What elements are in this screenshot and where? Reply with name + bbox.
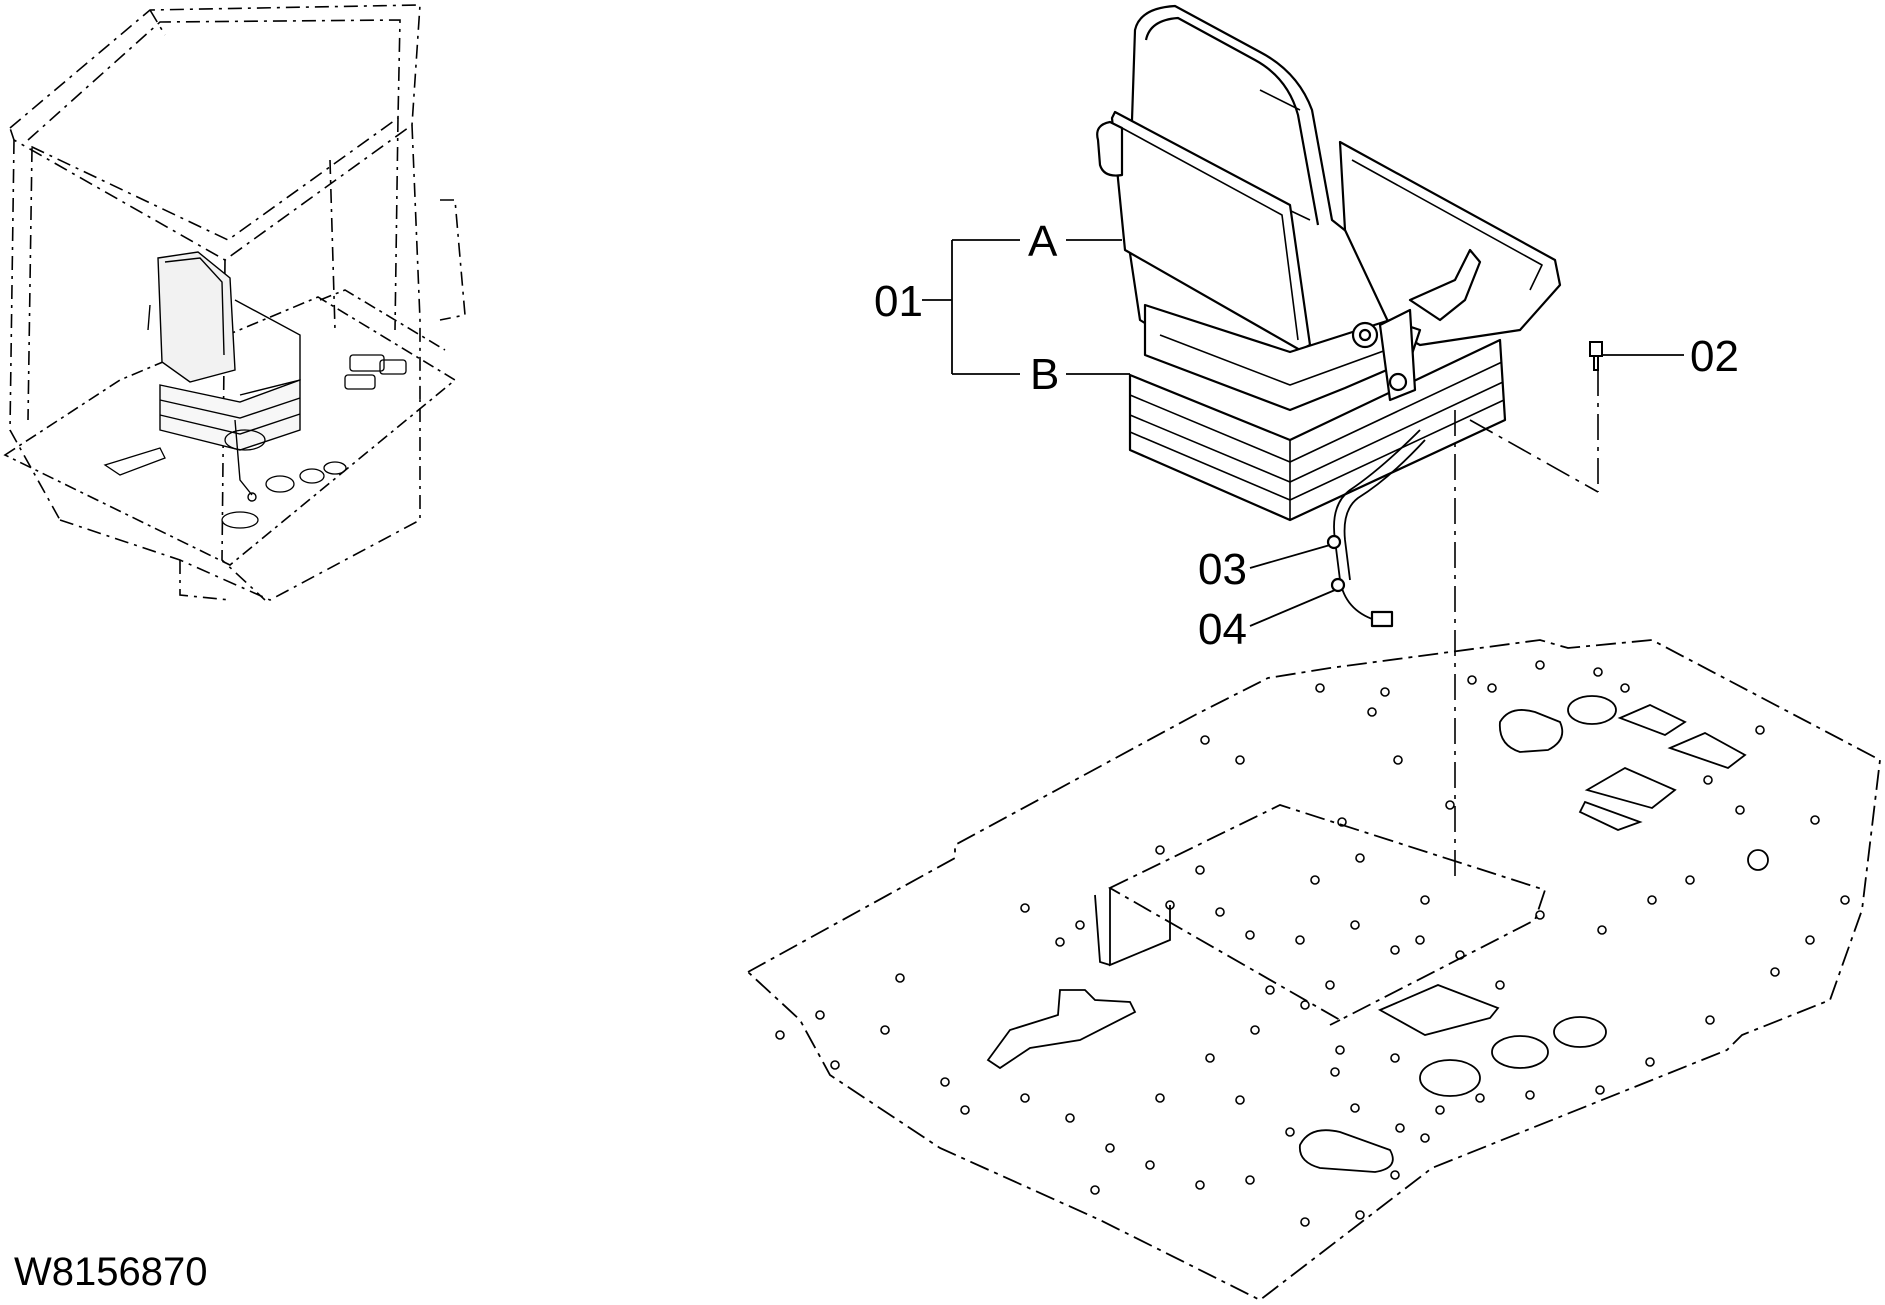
fastener-hole — [1105, 1143, 1115, 1153]
cab-floor-plate — [746, 639, 1881, 1302]
fastener-hole — [1330, 1067, 1340, 1077]
fastener-hole — [940, 1077, 950, 1087]
fastener-hole — [1155, 845, 1165, 855]
fastener-hole — [1155, 1093, 1165, 1103]
fastener-hole — [1165, 900, 1175, 910]
fastener-hole — [1310, 875, 1320, 885]
fastener-hole — [880, 1025, 890, 1035]
fastener-hole — [1535, 660, 1545, 670]
fastener-hole — [1265, 985, 1275, 995]
fastener-hole — [1487, 683, 1497, 693]
fastener-hole — [1350, 1103, 1360, 1113]
fastener-hole — [1065, 1113, 1075, 1123]
fastener-hole — [1355, 853, 1365, 863]
fastener-hole — [1420, 1133, 1430, 1143]
fastener-hole — [1367, 707, 1377, 717]
fastener-hole — [1435, 1105, 1445, 1115]
fastener-hole — [1705, 1015, 1715, 1025]
fastener-hole — [1235, 755, 1245, 765]
fastener-hole — [1355, 1210, 1365, 1220]
fastener-hole — [1620, 683, 1630, 693]
mounting-bolt — [1589, 341, 1603, 371]
fastener-hole — [1647, 895, 1657, 905]
fastener-hole — [1390, 1170, 1400, 1180]
fastener-hole — [1145, 1160, 1155, 1170]
fastener-hole — [960, 1105, 970, 1115]
fastener-hole — [1525, 1090, 1535, 1100]
callout-01: 01 — [874, 277, 923, 326]
fastener-hole — [1235, 1095, 1245, 1105]
fastener-hole — [1200, 735, 1210, 745]
fastener-hole — [1380, 687, 1390, 697]
fastener-hole — [1393, 755, 1403, 765]
fastener-hole — [1770, 967, 1780, 977]
fastener-hole — [815, 1010, 825, 1020]
callout-sub-a: A — [1028, 217, 1058, 266]
fastener-hole — [1020, 1093, 1030, 1103]
fastener-hole — [1325, 980, 1335, 990]
fastener-hole — [1495, 980, 1505, 990]
fastener-hole — [1335, 1045, 1345, 1055]
callout-03: 03 — [1198, 545, 1247, 594]
fastener-hole — [1055, 937, 1065, 947]
fastener-hole — [1215, 907, 1225, 917]
fastener-hole — [1195, 1180, 1205, 1190]
fastener-hole — [1250, 1025, 1260, 1035]
fastener-hole — [1535, 910, 1545, 920]
fastener-hole — [1350, 920, 1360, 930]
fastener-hole — [1415, 935, 1425, 945]
fastener-hole — [1245, 1175, 1255, 1185]
fastener-hole — [1300, 1217, 1310, 1227]
callout-02: 02 — [1690, 332, 1739, 381]
callout-sub-b: B — [1030, 350, 1060, 399]
fastener-hole — [1597, 925, 1607, 935]
fastener-hole — [1245, 930, 1255, 940]
fastener-hole — [1703, 775, 1713, 785]
assembly-centerlines — [1454, 370, 1599, 880]
fastener-hole — [1685, 875, 1695, 885]
fastener-hole — [1390, 945, 1400, 955]
fastener-hole — [1840, 895, 1850, 905]
floor-fastener-holes — [775, 660, 1850, 1227]
fastener-hole — [1285, 1127, 1295, 1137]
fastener-hole — [1315, 683, 1325, 693]
fastener-hole — [1735, 805, 1745, 815]
fastener-hole — [1755, 725, 1765, 735]
fastener-hole — [1295, 935, 1305, 945]
seat-armrest — [1338, 140, 1562, 347]
fastener-hole — [1195, 865, 1205, 875]
fastener-hole — [1810, 815, 1820, 825]
cab-locator-view — [3, 4, 466, 601]
fastener-hole — [830, 1060, 840, 1070]
callout-04: 04 — [1198, 605, 1247, 654]
fastener-hole — [1455, 950, 1465, 960]
drawing-code: W8156870 — [14, 1250, 208, 1294]
fastener-hole — [1805, 935, 1815, 945]
fastener-hole — [1475, 1093, 1485, 1103]
fastener-hole — [1300, 1000, 1310, 1010]
fastener-hole — [775, 1030, 785, 1040]
fastener-hole — [1395, 1123, 1405, 1133]
fastener-hole — [1075, 920, 1085, 930]
fastener-hole — [1445, 800, 1455, 810]
callout-leaders — [922, 239, 1684, 627]
fastener-hole — [1090, 1185, 1100, 1195]
fastener-hole — [1420, 895, 1430, 905]
fastener-hole — [1645, 1057, 1655, 1067]
fastener-hole — [1595, 1085, 1605, 1095]
fastener-hole — [1337, 817, 1347, 827]
fastener-hole — [1593, 667, 1603, 677]
fastener-hole — [1390, 1053, 1400, 1063]
operator-seat — [1096, 4, 1562, 628]
fastener-hole — [1020, 903, 1030, 913]
fastener-hole — [895, 973, 905, 983]
fastener-hole — [1467, 675, 1477, 685]
fastener-hole — [1205, 1053, 1215, 1063]
